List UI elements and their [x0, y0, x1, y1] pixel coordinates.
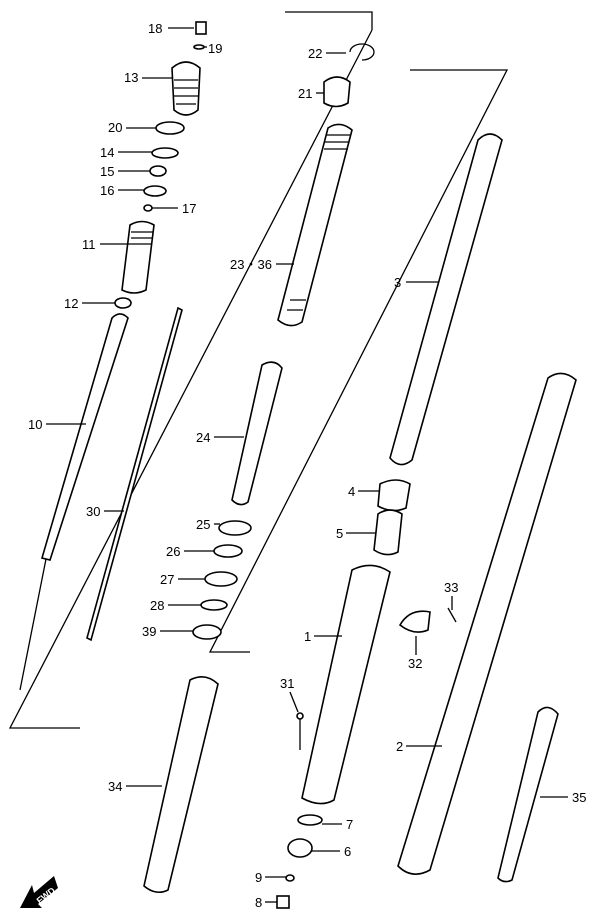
ring-28	[200, 599, 228, 611]
label-25: 25	[196, 517, 210, 532]
bolt-33	[447, 607, 457, 623]
label-39: 39	[142, 624, 156, 639]
clip-22	[349, 43, 375, 61]
label-32: 32	[408, 656, 422, 671]
label-16: 16	[100, 183, 114, 198]
bushing-5	[373, 509, 403, 556]
label-15: 15	[100, 164, 114, 179]
label-9: 9	[255, 870, 262, 885]
bolt-8	[276, 895, 290, 909]
seal-25	[218, 520, 252, 536]
label-31: 31	[280, 676, 294, 691]
rod-30	[86, 306, 183, 642]
label-6: 6	[344, 844, 351, 859]
bolt-31	[296, 712, 304, 750]
seal-27	[204, 571, 238, 587]
guard-34	[143, 676, 219, 894]
ring-14	[151, 147, 179, 159]
ring-26	[213, 544, 243, 558]
washer-16	[143, 185, 167, 197]
label-4: 4	[348, 484, 355, 499]
washer-9	[285, 874, 295, 882]
label-1: 1	[304, 629, 311, 644]
inner-tube-3	[389, 133, 503, 466]
cap-bolt-13	[171, 61, 201, 116]
spring-23-36	[277, 123, 353, 327]
label-35: 35	[572, 790, 586, 805]
outer-tube-1	[301, 564, 391, 805]
outer-tube-2	[397, 372, 577, 875]
label-21: 21	[298, 86, 312, 101]
label-14: 14	[100, 145, 114, 160]
label-10: 10	[28, 417, 42, 432]
bolt-18	[195, 21, 207, 35]
label-5: 5	[336, 526, 343, 541]
bushing-39	[192, 624, 222, 640]
label-30: 30	[86, 504, 100, 519]
label-22: 22	[308, 46, 322, 61]
washer-20	[155, 121, 185, 135]
label-7: 7	[346, 817, 353, 832]
label-13: 13	[124, 70, 138, 85]
label-20: 20	[108, 120, 122, 135]
label-8: 8	[255, 895, 262, 910]
o-ring-7	[297, 814, 323, 826]
label-28: 28	[150, 598, 164, 613]
label-19: 19	[208, 41, 222, 56]
nut-12	[114, 297, 132, 309]
guard-35	[497, 706, 559, 883]
nut-6	[287, 838, 313, 858]
rod-10	[19, 313, 129, 691]
fwd-arrow-icon: FWD	[20, 876, 58, 908]
spacer-21	[323, 76, 351, 108]
label-27: 27	[160, 572, 174, 587]
label-23-36: 23・36	[230, 257, 272, 272]
bushing-4	[377, 479, 411, 512]
label-12: 12	[64, 296, 78, 311]
spacer-11	[121, 220, 155, 294]
group-outline-middle	[208, 69, 509, 653]
label-33: 33	[444, 580, 458, 595]
label-34: 34	[108, 779, 122, 794]
label-2: 2	[396, 739, 403, 754]
group-outline-left	[8, 11, 373, 729]
label-24: 24	[196, 430, 210, 445]
damper-24	[231, 361, 283, 506]
label-17: 17	[182, 201, 196, 216]
clamp-32	[398, 610, 431, 633]
label-26: 26	[166, 544, 180, 559]
label-18: 18	[148, 21, 162, 36]
label-11: 11	[82, 237, 96, 252]
clip-15	[149, 165, 167, 177]
o-ring-19	[193, 44, 205, 50]
label-3: 3	[394, 275, 401, 290]
part-17	[143, 204, 153, 212]
callouts: 18 19 13 20 14 15 16 17 11 12 10 30 22 2…	[28, 21, 586, 910]
